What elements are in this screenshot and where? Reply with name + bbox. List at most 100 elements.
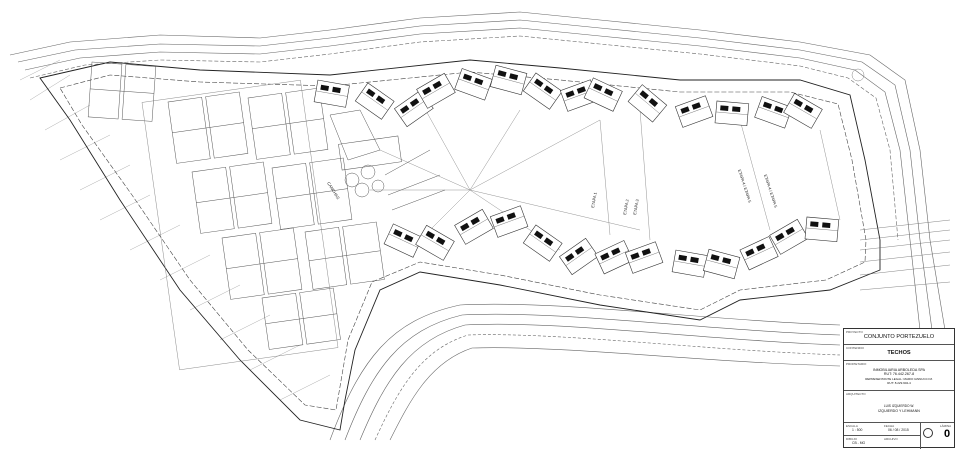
- roof-panel: [745, 248, 755, 257]
- proyecto-label: PROYECTO: [846, 330, 863, 334]
- courts-group: [87, 61, 385, 371]
- roof-panel: [470, 216, 480, 226]
- roof-panel: [460, 222, 470, 232]
- legal-rep-rut: RUT: 8.229.904-4: [887, 381, 911, 385]
- roof-panel: [432, 80, 442, 90]
- scale-date-row: ESCALA 1 : 500 FECHA 06 / 08 / 2015: [844, 423, 920, 436]
- roof-panel: [422, 86, 432, 96]
- building-block: [415, 224, 455, 261]
- roof-panel: [639, 90, 649, 100]
- building-block: [714, 100, 750, 127]
- roof-panel: [710, 254, 720, 262]
- roof-panel: [793, 98, 803, 108]
- roof-panel: [641, 248, 651, 256]
- architect-name: LUIS IZQUIERDO W.: [883, 404, 915, 408]
- court: [247, 87, 329, 160]
- roof-panel: [534, 230, 544, 240]
- court: [304, 221, 385, 290]
- court: [87, 61, 157, 122]
- etapa2-label: ETAPA 2: [622, 198, 630, 215]
- roof-panel: [600, 252, 610, 261]
- parking-area: [851, 68, 951, 291]
- roof-panel: [604, 88, 614, 97]
- drawn-row: DIBUJO CB - MG ARCHIVO: [844, 436, 920, 449]
- roof-panel: [785, 226, 795, 236]
- roof-panel: [691, 102, 701, 110]
- roof-panel: [375, 95, 386, 105]
- building-block: [559, 237, 599, 276]
- content-title: TECHOS: [887, 350, 911, 356]
- roof-panel: [611, 247, 621, 256]
- roof-panel: [366, 88, 376, 98]
- roof-panel: [630, 252, 640, 260]
- roof-panel: [774, 105, 784, 114]
- site-boundary: [39, 59, 881, 431]
- title-block: PROYECTO CONJUNTO PORTEZUELO CONTENIDO T…: [843, 328, 955, 449]
- archivo-label: ARCHIVO: [884, 437, 898, 441]
- roof-panel: [574, 246, 585, 255]
- scale-value: 1 : 500: [852, 428, 863, 432]
- legal-rep: REPRESENTANTE LEGAL: MARIO IANNUCCI M.: [865, 377, 933, 381]
- roof-panel: [495, 216, 505, 224]
- building-block: [754, 96, 793, 129]
- buildings-group: [313, 64, 840, 280]
- roof-panel: [509, 73, 519, 81]
- roof-panel: [534, 78, 544, 88]
- architect-row: ARQUITECTO LUIS IZQUIERDO W. IZQUIERDO Y…: [844, 391, 954, 423]
- roof-panel: [690, 256, 699, 264]
- roof-panel: [732, 106, 741, 113]
- building-block: [594, 240, 634, 275]
- building-block: [671, 249, 708, 278]
- escala-label: ESCALA: [846, 424, 858, 428]
- roof-panel: [435, 236, 446, 246]
- roof-panel: [404, 234, 414, 243]
- roof-panel: [565, 253, 575, 262]
- roof-panel: [720, 105, 729, 112]
- north-arrow-icon: [923, 428, 933, 438]
- lamina-label: LÁMINA: [940, 424, 952, 428]
- roof-panel: [576, 86, 586, 94]
- building-block: [624, 241, 664, 274]
- roof-panel: [762, 101, 773, 110]
- court: [261, 287, 341, 350]
- roof-panel: [332, 86, 341, 94]
- lower-road: [329, 303, 841, 441]
- building-block: [769, 218, 809, 255]
- court: [191, 161, 273, 234]
- building-block: [416, 72, 456, 109]
- building-block: [489, 64, 528, 96]
- roof-panel: [803, 104, 814, 114]
- roof-panel: [722, 257, 732, 265]
- roof-panel: [775, 232, 785, 242]
- roof-panel: [543, 85, 554, 95]
- roof-panel: [497, 70, 507, 78]
- roof-panel: [810, 221, 819, 228]
- court: [221, 227, 303, 300]
- roof-panel: [680, 106, 690, 114]
- owner-row: PROPIETARIO INMOBILIARIA ARBOLEDA SPA RU…: [844, 361, 954, 391]
- building-block: [702, 248, 741, 280]
- project-name: CONJUNTO PORTEZUELO: [863, 334, 935, 340]
- drawn-by: CB - MG: [852, 441, 866, 445]
- building-block: [454, 68, 493, 101]
- owner-name: INMOBILIARIA ARBOLEDA SPA: [872, 368, 926, 372]
- building-block: [383, 223, 423, 258]
- arquitecto-label: ARQUITECTO: [846, 392, 866, 396]
- roof-panel: [565, 90, 575, 98]
- roof-panel: [320, 84, 330, 92]
- building-block: [354, 82, 395, 120]
- clubhouse-area: [329, 109, 446, 211]
- roof-panel: [400, 105, 410, 114]
- building-block: [783, 92, 823, 129]
- court: [167, 91, 249, 164]
- building-block: [583, 77, 623, 112]
- sheet-number: 0: [944, 428, 951, 440]
- fecha-label: FECHA: [884, 424, 895, 428]
- roof-panel: [393, 229, 403, 238]
- building-block: [674, 95, 714, 128]
- roof-panel: [543, 237, 554, 247]
- roof-panel: [462, 73, 473, 82]
- building-block: [739, 236, 779, 271]
- architect-firm: IZQUIERDO Y LEHMANN: [878, 409, 920, 413]
